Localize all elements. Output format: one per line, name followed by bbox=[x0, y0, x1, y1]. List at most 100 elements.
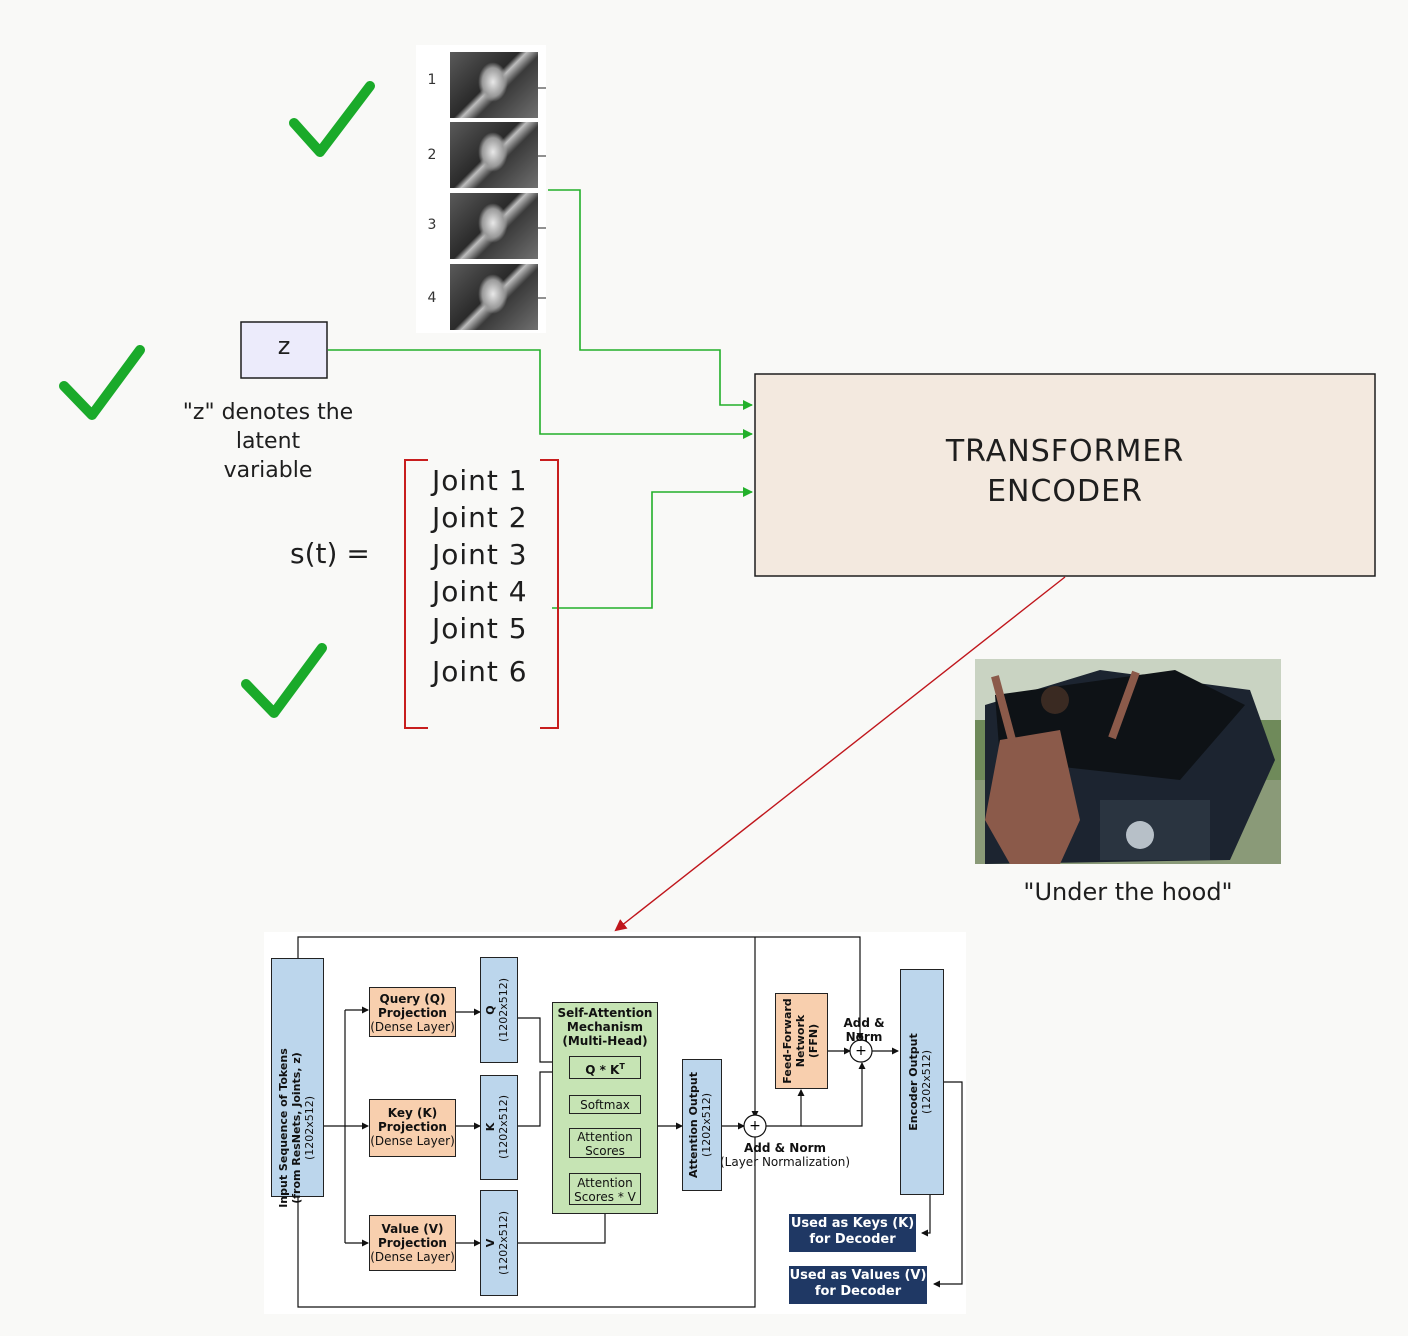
check-icon bbox=[59, 345, 145, 420]
label-line: Projection bbox=[378, 1120, 447, 1134]
label-line: Scores * V bbox=[574, 1190, 636, 1204]
label-line: (1202x512) bbox=[497, 1210, 510, 1276]
photo-caption: "Under the hood" bbox=[1023, 878, 1233, 906]
attention-output-box bbox=[682, 1059, 722, 1191]
frame-label: 4 bbox=[427, 290, 437, 306]
state-bracket-left bbox=[404, 459, 428, 729]
keys-for-decoder-box: Used as Keys (K) for Decoder bbox=[789, 1214, 916, 1252]
label-line: Network bbox=[794, 1014, 807, 1068]
label-line: Used as Keys (K) bbox=[790, 1216, 915, 1231]
label-line: (1202x512) bbox=[497, 977, 510, 1043]
k-matrix-label: K (1202x512) bbox=[484, 1077, 514, 1177]
label-line: Projection bbox=[378, 1006, 447, 1020]
frame-label: 2 bbox=[427, 147, 437, 163]
label-line: (Multi-Head) bbox=[562, 1034, 648, 1048]
query-projection-box: Query (Q) Projection (Dense Layer) bbox=[369, 987, 456, 1037]
qk-box: Q * KT bbox=[569, 1056, 641, 1079]
ffn-label: Feed-Forward Network (FFN) bbox=[781, 996, 821, 1086]
label-line: (Dense Layer) bbox=[370, 1020, 455, 1034]
arrow-frames-to-encoder bbox=[548, 189, 753, 410]
arrow-state-to-encoder bbox=[552, 487, 753, 609]
plus-sign: + bbox=[749, 1118, 761, 1134]
label-line: Value (V) bbox=[381, 1222, 444, 1236]
values-for-decoder-box: Used as Values (V) for Decoder bbox=[789, 1266, 927, 1304]
key-projection-box: Key (K) Projection (Dense Layer) bbox=[369, 1099, 456, 1157]
joint-item: Joint 5 bbox=[432, 612, 528, 645]
value-projection-box: Value (V) Projection (Dense Layer) bbox=[369, 1215, 456, 1271]
label-line: Key (K) bbox=[387, 1106, 438, 1120]
label-line: (Dense Layer) bbox=[370, 1134, 455, 1148]
label-line: Scores bbox=[585, 1144, 625, 1158]
input-tokens-box bbox=[271, 958, 324, 1197]
label-line: Self-Attention bbox=[557, 1006, 653, 1020]
label-line: (1202x512) bbox=[920, 1049, 933, 1115]
arrow-encoder-to-architecture bbox=[614, 576, 1066, 932]
label-line: Encoder Output bbox=[907, 1033, 920, 1131]
q-matrix-label: Q (1202x512) bbox=[484, 960, 514, 1060]
transformer-encoder-box bbox=[754, 373, 1376, 577]
encoder-output-label: Encoder Output (1202x512) bbox=[907, 1022, 937, 1142]
label-line: Attention bbox=[577, 1130, 633, 1144]
state-prefix: s(t) = bbox=[290, 537, 370, 570]
frame-image bbox=[450, 52, 538, 118]
label-line: Feed-Forward bbox=[781, 998, 794, 1084]
label-line: Mechanism bbox=[566, 1020, 644, 1034]
encoder-title: TRANSFORMER ENCODER bbox=[755, 432, 1375, 512]
joint-item: Joint 6 bbox=[432, 655, 528, 688]
k-matrix-box bbox=[480, 1075, 518, 1180]
encoder-title-line: TRANSFORMER bbox=[945, 434, 1185, 469]
frame-image bbox=[450, 193, 538, 259]
frame-label: 3 bbox=[427, 217, 437, 233]
label-line: (1202x512) bbox=[303, 1095, 316, 1161]
check-icon bbox=[289, 81, 375, 157]
joint-item: Joint 2 bbox=[432, 501, 528, 534]
label-line: (1202x512) bbox=[497, 1094, 510, 1160]
v-matrix-box bbox=[480, 1190, 518, 1296]
frame-label: 1 bbox=[427, 72, 437, 88]
add-norm-2-label: Add & Norm bbox=[843, 1016, 885, 1044]
check-icon bbox=[241, 643, 327, 718]
attention-scores-box: Attention Scores bbox=[569, 1128, 641, 1158]
arrow-z-to-encoder bbox=[328, 349, 753, 439]
latent-note-line: "z" denotes the bbox=[182, 400, 354, 425]
latent-note-line: latent bbox=[235, 429, 301, 454]
label-line: V bbox=[484, 1238, 497, 1248]
q-matrix-box bbox=[480, 957, 518, 1063]
plus-icon bbox=[849, 1039, 873, 1063]
label-line: Input Sequence of Tokens bbox=[277, 1048, 290, 1208]
plus-icon bbox=[743, 1114, 767, 1138]
qk-label: Q * K bbox=[585, 1063, 620, 1077]
self-attention-title: Self-Attention Mechanism (Multi-Head) bbox=[552, 1006, 658, 1048]
joint-item: Joint 4 bbox=[432, 575, 528, 608]
add-norm-1-label: Add & Norm (Layer Normalization) bbox=[710, 1141, 860, 1169]
label-line: Q bbox=[484, 1005, 497, 1015]
latent-note-line: variable bbox=[223, 458, 313, 483]
joint-item: Joint 3 bbox=[432, 538, 528, 571]
label-line: Attention Output bbox=[687, 1072, 700, 1178]
label-line: Query (Q) bbox=[379, 992, 446, 1006]
softmax-box: Softmax bbox=[569, 1095, 641, 1114]
latent-z-box bbox=[240, 321, 328, 379]
label-line: Attention bbox=[577, 1176, 633, 1190]
joint-item: Joint 1 bbox=[432, 464, 528, 497]
frame-image bbox=[450, 122, 538, 188]
attention-scores-v-box: Attention Scores * V bbox=[569, 1173, 641, 1205]
qk-superscript: T bbox=[619, 1062, 625, 1071]
encoder-output-box bbox=[900, 969, 944, 1195]
latent-note: "z" denotes the latent variable bbox=[158, 398, 378, 485]
latent-z-label: z bbox=[277, 332, 291, 360]
state-bracket-right bbox=[540, 459, 559, 729]
label-line: K bbox=[484, 1122, 497, 1132]
v-matrix-label: V (1202x512) bbox=[484, 1193, 514, 1293]
frame-image bbox=[450, 264, 538, 330]
label-line: (Dense Layer) bbox=[370, 1250, 455, 1264]
under-the-hood-photo bbox=[975, 659, 1281, 864]
label-line: Projection bbox=[378, 1236, 447, 1250]
ffn-box bbox=[775, 993, 828, 1089]
label-line: for Decoder bbox=[814, 1284, 902, 1299]
label-line: (FFN) bbox=[807, 1023, 820, 1059]
encoder-title-line: ENCODER bbox=[987, 474, 1143, 509]
label-line: for Decoder bbox=[809, 1232, 896, 1247]
label-line: Add & Norm bbox=[744, 1141, 826, 1155]
input-tokens-label: Input Sequence of Tokens (from ResNets, … bbox=[277, 1028, 317, 1228]
